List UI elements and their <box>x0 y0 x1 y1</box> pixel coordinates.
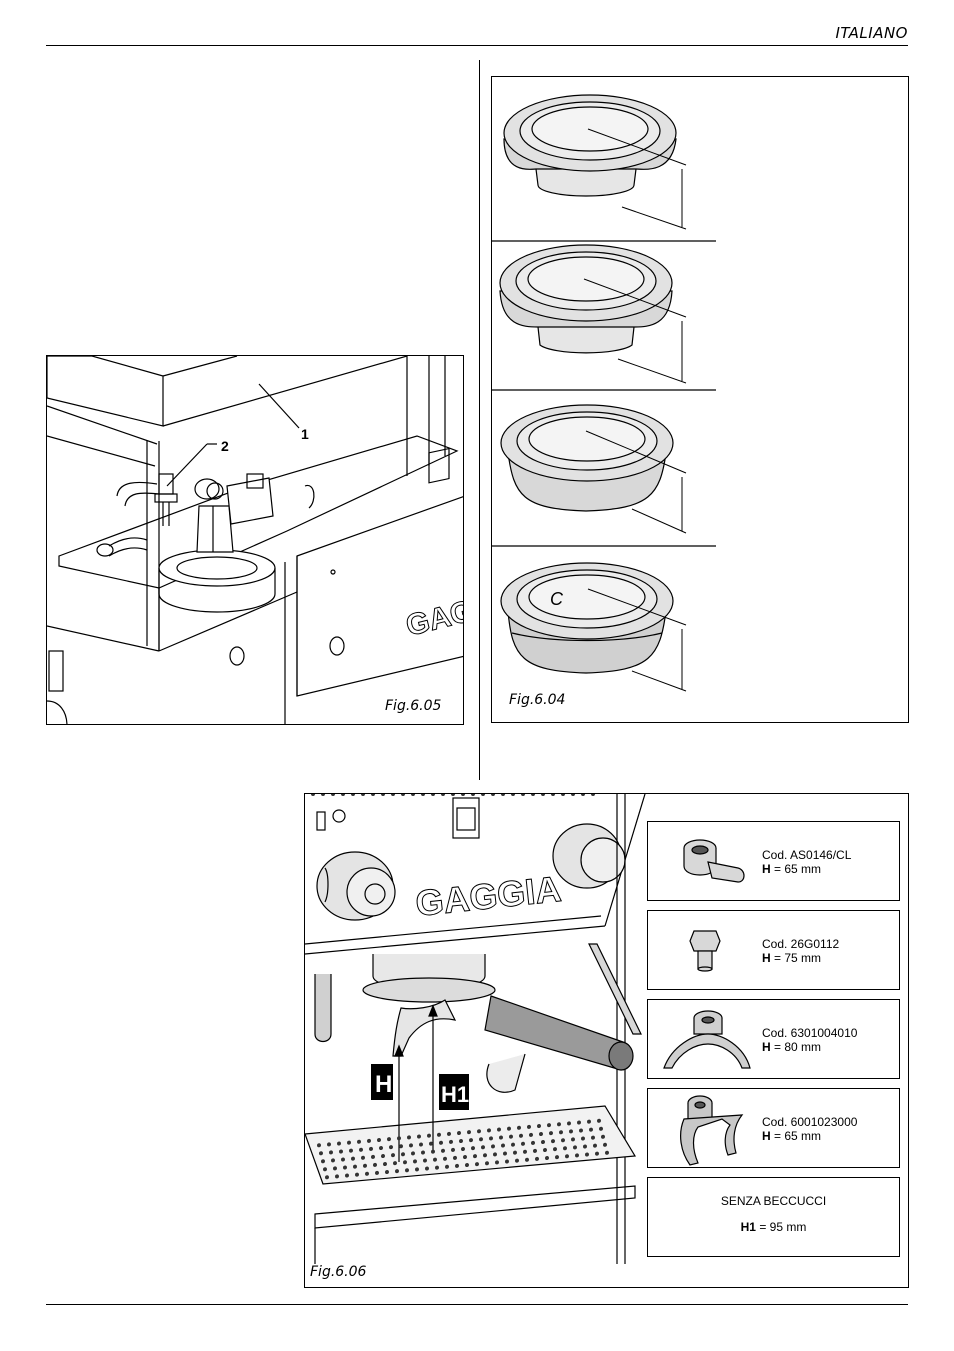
fig605-label-2: 2 <box>221 438 229 454</box>
spout-box-1: Cod. AS0146/CL H = 65 mm <box>647 821 900 901</box>
spout-3-icon <box>663 1010 751 1069</box>
spout-2-code: Cod. 26G0112 <box>762 937 840 951</box>
spout-3-h-value: = 80 mm <box>770 1040 822 1054</box>
figure-6-06: GAGGIA <box>304 793 909 1288</box>
spout-4-icon <box>680 1095 744 1166</box>
fig606-brand: GAGGIA <box>414 868 564 924</box>
spout-1-icon <box>683 839 745 883</box>
spout-1-h-label: H <box>762 862 771 876</box>
no-spout-h-value: = 95 mm <box>755 1220 807 1234</box>
machine-interior-illustration: GAGG 1 2 <box>47 356 464 724</box>
filter-baskets-illustration: C <box>492 94 716 692</box>
fig604-label-c: C <box>550 589 564 609</box>
spout-box-2: Cod. 26G0112 H = 75 mm <box>647 910 900 990</box>
fig605-label-1: 1 <box>301 426 309 442</box>
no-spout-box: SENZA BECCUCCI H1 = 95 mm <box>647 1177 900 1257</box>
spout-3-code: Cod. 6301004010 <box>762 1026 858 1040</box>
spout-4-h-value: = 65 mm <box>770 1129 822 1143</box>
fig606-label-h1: H1 <box>441 1082 469 1107</box>
fig606-caption: Fig.6.06 <box>310 1264 367 1280</box>
filter-basket-2-cup <box>499 244 673 354</box>
fig604-caption: Fig.6.04 <box>509 692 566 708</box>
fig606-label-h: H <box>375 1071 392 1098</box>
spout-2-h-value: = 75 mm <box>770 951 822 965</box>
no-spout-h-label: H1 <box>740 1220 756 1234</box>
page-language: ITALIANO <box>835 24 908 42</box>
header-rule <box>46 45 908 46</box>
spout-4-h-label: H <box>762 1129 771 1143</box>
spout-box-3: Cod. 6301004010 H = 80 mm <box>647 999 900 1079</box>
filter-basket-3-cup <box>500 404 674 512</box>
spout-4-code: Cod. 6001023000 <box>762 1115 858 1129</box>
spout-2-icon <box>689 930 721 972</box>
spout-2-h-label: H <box>762 951 771 965</box>
fig605-caption: Fig.6.05 <box>385 698 442 714</box>
figure-6-04: C Fig.6.04 <box>491 76 909 723</box>
filter-basket-4-cup <box>500 562 674 674</box>
group-head-illustration: GAGGIA <box>305 794 646 1264</box>
spout-1-h-value: = 65 mm <box>770 862 822 876</box>
fig605-brand: GAGG <box>403 589 464 643</box>
figure-6-05: GAGG 1 2 Fig.6.05 <box>46 355 464 725</box>
spout-1-code: Cod. AS0146/CL <box>762 848 852 862</box>
footer-rule <box>46 1304 908 1305</box>
spout-3-h-label: H <box>762 1040 771 1054</box>
column-divider <box>479 60 480 780</box>
no-spout-title: SENZA BECCUCCI <box>720 1194 827 1208</box>
filter-basket-1-cup <box>503 94 677 197</box>
spout-box-4: Cod. 6001023000 H = 65 mm <box>647 1088 900 1168</box>
drip-tray-grid <box>311 794 609 1180</box>
